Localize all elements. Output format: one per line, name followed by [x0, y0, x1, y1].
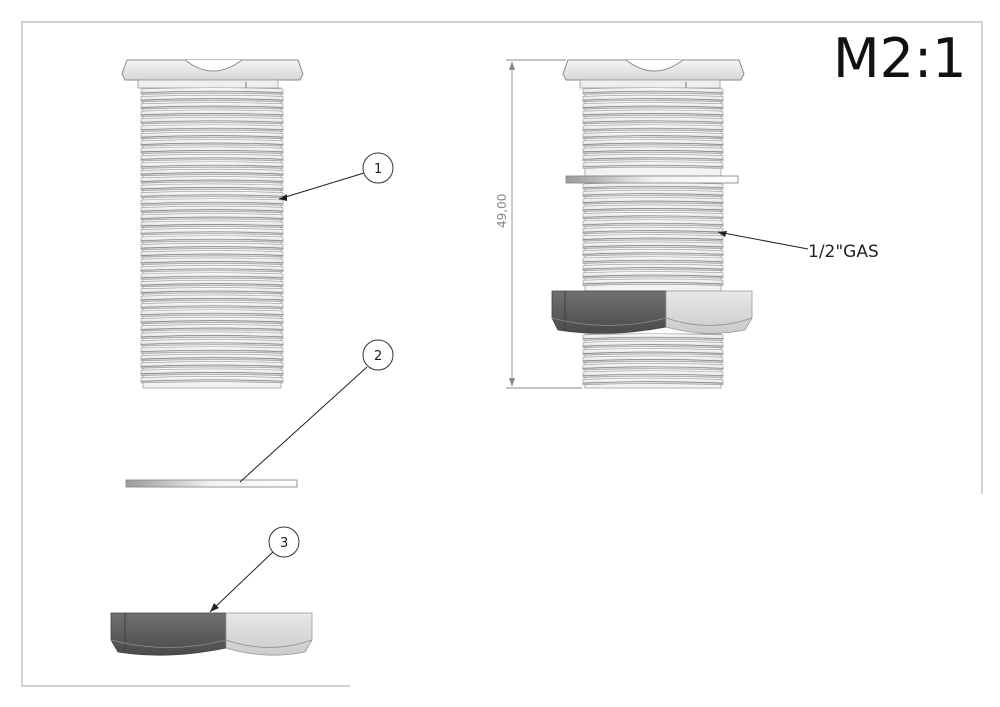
thread-groove — [140, 342, 284, 345]
thread-groove — [140, 187, 284, 190]
thread-groove — [140, 90, 284, 94]
thread-groove — [582, 157, 724, 160]
assembled-cap — [562, 59, 745, 90]
thread-groove — [582, 98, 724, 101]
thread-groove — [582, 120, 724, 123]
assembled-thread-middle — [582, 182, 724, 292]
fitting-cap — [121, 59, 304, 90]
thread-groove — [582, 90, 724, 94]
thread-groove — [140, 312, 284, 316]
thread-groove — [582, 282, 724, 285]
thread-groove — [140, 372, 284, 375]
dimension-value: 49,00 — [495, 194, 509, 228]
thread-groove — [140, 246, 284, 249]
thread-groove — [140, 327, 284, 330]
thread-groove — [140, 253, 284, 256]
thread-groove — [140, 238, 284, 242]
thread-groove — [140, 105, 284, 108]
thread-groove — [140, 127, 284, 131]
threaded-fitting-part-1 — [121, 59, 304, 389]
thread-groove — [582, 359, 724, 362]
thread-groove — [582, 351, 724, 354]
thread-groove — [140, 283, 284, 286]
thread-groove — [582, 222, 724, 226]
thread-groove — [582, 259, 724, 263]
thread-groove — [140, 298, 284, 301]
thread-groove — [582, 127, 724, 131]
callout-1-number: 1 — [374, 162, 382, 177]
thread-groove — [140, 209, 284, 212]
thread-groove — [582, 208, 724, 211]
thread-groove — [140, 120, 284, 123]
thread-groove — [582, 150, 724, 153]
thread-groove — [140, 164, 284, 168]
thread-groove — [582, 105, 724, 108]
assembled-washer — [565, 175, 739, 184]
thread-groove — [582, 215, 724, 218]
thread-groove — [582, 344, 724, 347]
thread-groove — [582, 142, 724, 145]
thread-groove — [140, 379, 284, 382]
assembled-hex-nut — [551, 290, 753, 334]
thread-groove — [582, 381, 724, 384]
thread-groove — [140, 231, 284, 234]
thread-groove — [582, 193, 724, 196]
thread-groove — [582, 267, 724, 270]
thread-groove — [140, 135, 284, 138]
thread-groove — [582, 336, 724, 340]
thread-groove — [140, 305, 284, 308]
thread-annotation-leader — [717, 231, 809, 250]
assembled-fitting — [551, 59, 753, 389]
thread-groove — [140, 268, 284, 271]
thread-groove — [582, 113, 724, 116]
thread-groove — [140, 335, 284, 338]
thread-groove — [140, 224, 284, 227]
washer-part-2 — [125, 479, 298, 488]
thread-groove — [140, 261, 284, 264]
callout-3-number: 3 — [280, 536, 288, 551]
thread-groove — [140, 194, 284, 197]
thread-groove — [582, 185, 724, 189]
thread-groove — [582, 237, 724, 240]
assembled-thread-upper — [582, 87, 724, 177]
thread-groove — [582, 200, 724, 203]
thread-groove — [582, 245, 724, 248]
thread-groove — [140, 98, 284, 101]
thread-groove — [582, 373, 724, 377]
thread-groove — [140, 290, 284, 293]
thread-groove — [582, 164, 724, 168]
thread-groove — [140, 179, 284, 182]
thread-groove — [140, 364, 284, 367]
thread-groove — [140, 157, 284, 160]
thread-groove — [140, 349, 284, 353]
scale-label: M2:1 — [833, 27, 967, 90]
hex-nut-part-3 — [110, 612, 313, 656]
callout-2-number: 2 — [374, 349, 382, 364]
thread-groove — [140, 320, 284, 323]
thread-groove — [140, 275, 284, 279]
callout-3: 3 — [209, 526, 300, 613]
thread-groove — [140, 113, 284, 116]
thread-groove — [140, 150, 284, 153]
thread-groove — [140, 142, 284, 145]
callout-1: 1 — [278, 152, 394, 201]
thread-groove — [582, 230, 724, 233]
thread-groove — [140, 216, 284, 219]
sheet-border — [21, 21, 983, 687]
thread-groove — [582, 252, 724, 255]
thread-groove — [140, 172, 284, 175]
thread-spec-label: 1/2"GAS — [808, 242, 879, 262]
thread-groove — [140, 357, 284, 360]
thread-groove — [140, 201, 284, 205]
thread-body — [140, 87, 284, 389]
thread-groove — [582, 135, 724, 138]
callout-2: 2 — [239, 339, 394, 483]
height-dimension — [506, 59, 582, 389]
assembled-thread-lower — [582, 333, 724, 389]
thread-groove — [582, 366, 724, 369]
thread-groove — [582, 274, 724, 277]
